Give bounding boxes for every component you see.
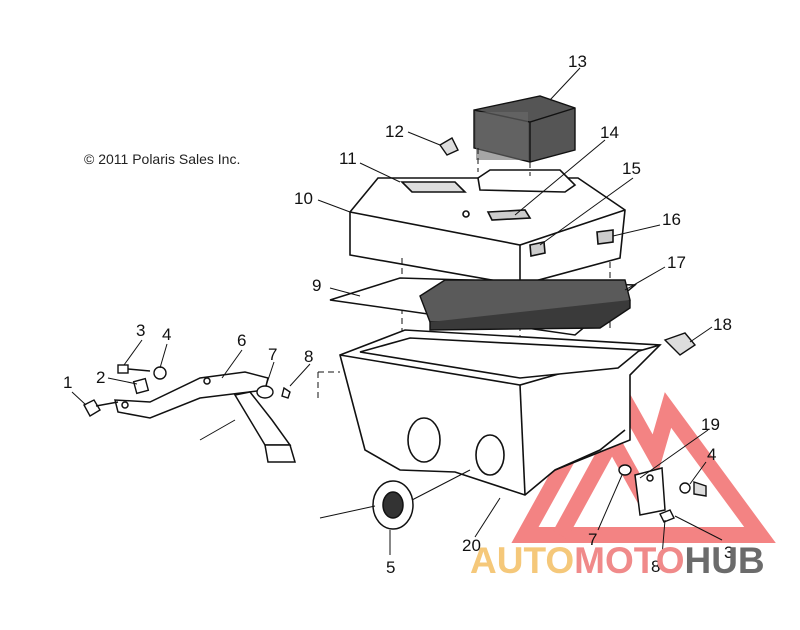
callout-6: 6 [237,331,246,350]
callout-2: 2 [96,368,105,387]
watermark-part-auto: AUTO [470,540,575,581]
callout-10: 10 [294,189,313,208]
callout-4: 4 [162,325,171,344]
callout-14: 14 [600,123,619,142]
callout-16: 16 [662,210,681,229]
watermark-part-hub: HUB [684,540,765,581]
callout-8b: 8 [651,557,660,576]
air-box-housing [339,329,662,496]
grommet [372,480,414,530]
air-filter-panel [419,279,631,331]
copyright-notice: © 2011 Polaris Sales Inc. [84,151,241,167]
callout-20: 20 [462,536,481,555]
callout-1: 1 [63,373,72,392]
callout-7: 7 [268,345,277,364]
callout-18: 18 [713,315,732,334]
fastener-hardware [83,137,707,523]
callout-9: 9 [312,276,321,295]
callout-15: 15 [622,159,641,178]
callout-4b: 4 [707,445,716,464]
callout-11: 11 [339,149,357,168]
watermark-part-moto: MOTO [574,540,685,581]
callout-3b: 3 [724,543,733,562]
callout-19: 19 [701,415,720,434]
callout-3: 3 [136,321,145,340]
callout-5: 5 [386,558,395,577]
callout-13: 13 [568,52,587,71]
callout-12: 12 [385,122,404,141]
callout-8: 8 [304,347,313,366]
watermark-text: AUTOMOTOHUB [470,540,765,582]
callout-7b: 7 [588,530,597,549]
mounting-bracket-right [634,467,666,516]
callout-labels: 1 2 3 4 6 7 8 5 9 10 11 12 13 14 15 16 1… [63,52,733,577]
callout-17: 17 [667,253,686,272]
air-box-lid [349,169,626,286]
callout-leader-lines [71,67,723,557]
foam-filter-element [473,95,576,163]
